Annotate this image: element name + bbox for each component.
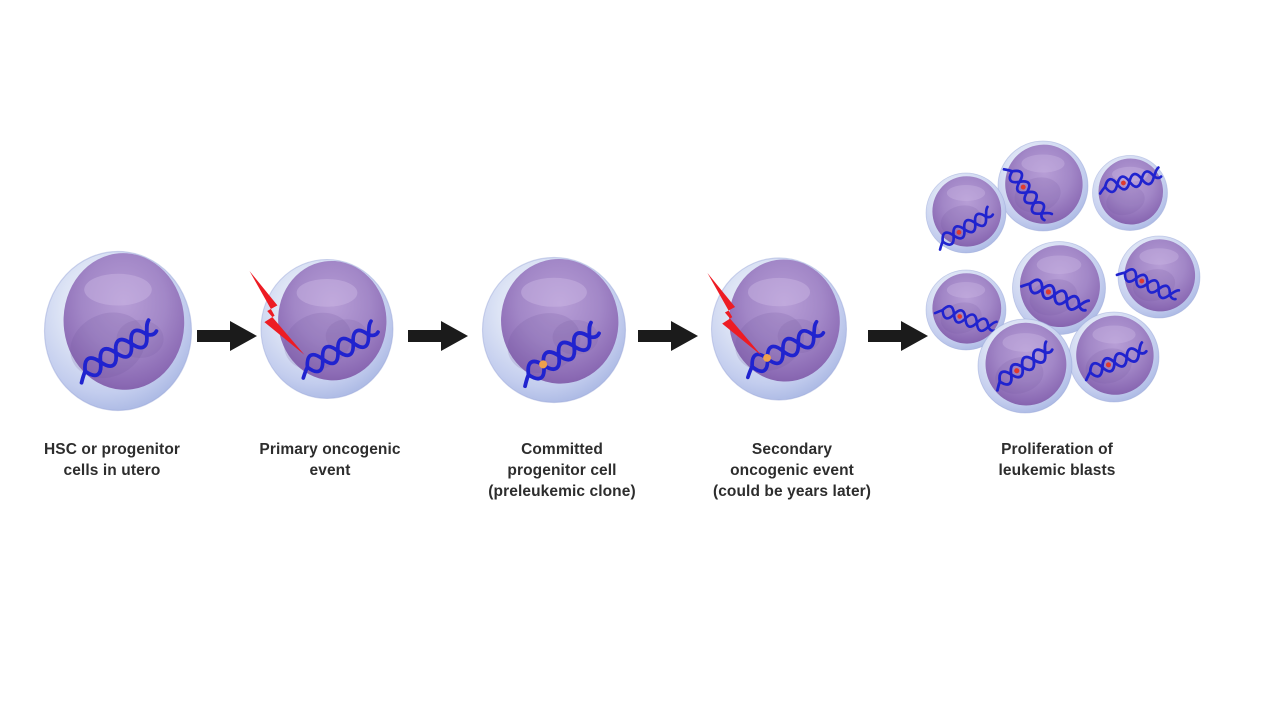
leukemic-blast-cell xyxy=(1092,154,1168,231)
stage-label-secondary-oncogenic-event: Secondary oncogenic event (could be year… xyxy=(712,441,872,500)
leukemic-blast-cell xyxy=(1068,311,1160,403)
leukemic-blast-cell xyxy=(977,318,1073,414)
stage-label-hsc: HSC or progenitor cells in utero xyxy=(43,441,181,479)
leukemic-blast-cell xyxy=(997,140,1089,232)
stage-label-proliferation: Proliferation of leukemic blasts xyxy=(998,441,1116,479)
stage-label-committed-progenitor: Committed progenitor cell (preleukemic c… xyxy=(488,441,636,500)
stage-label-primary-oncogenic-event: Primary oncogenic event xyxy=(259,441,401,479)
leukemic-blast-cell xyxy=(925,172,1007,254)
